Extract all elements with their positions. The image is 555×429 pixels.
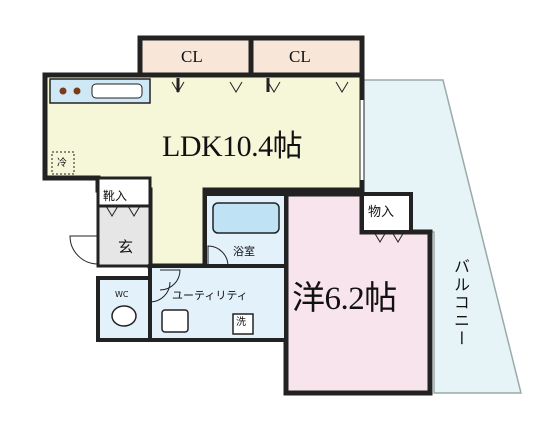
storage-door	[373, 231, 387, 243]
storage-label: 物入	[368, 205, 395, 220]
entrance-door	[69, 235, 99, 265]
utility-door	[159, 269, 181, 291]
shoe-door	[105, 205, 119, 217]
bathroom-label: 浴室	[233, 245, 255, 258]
closet-1	[137, 35, 254, 78]
closet-door	[335, 81, 349, 93]
ldk-label: LDK10.4帖	[162, 130, 303, 163]
closet-door	[267, 81, 281, 93]
shoe-storage	[96, 176, 152, 208]
storage-door	[391, 231, 405, 243]
kitchen-sink	[91, 83, 143, 99]
washer-label: 洗	[236, 317, 246, 328]
washer-box	[232, 313, 254, 335]
western-room-label: 洋6.2帖	[292, 281, 397, 317]
closet-1-label: CL	[181, 47, 203, 66]
closet-door	[229, 81, 243, 93]
storage-room	[360, 192, 413, 234]
closet-2	[248, 35, 365, 78]
stove-burner	[73, 87, 81, 95]
toilet-room	[96, 276, 152, 342]
wc-door	[149, 281, 171, 303]
fridge-box	[51, 151, 75, 175]
entrance-area	[96, 204, 152, 268]
entrance-label: 玄	[118, 238, 134, 256]
shoe-storage-label: 靴入	[103, 189, 128, 203]
utility-label: ユーティリティ	[172, 289, 248, 302]
toilet-label: WC	[115, 290, 129, 299]
shoe-door	[127, 205, 141, 217]
sink-fixture	[161, 309, 189, 333]
bathtub	[212, 202, 280, 234]
balcony-label: バルコニー	[451, 258, 470, 348]
toilet-fixture	[111, 305, 137, 327]
stove-burner	[59, 87, 67, 95]
bath-door	[207, 245, 229, 267]
fridge-label: 冷	[57, 158, 67, 169]
closet-2-label: CL	[289, 47, 311, 66]
